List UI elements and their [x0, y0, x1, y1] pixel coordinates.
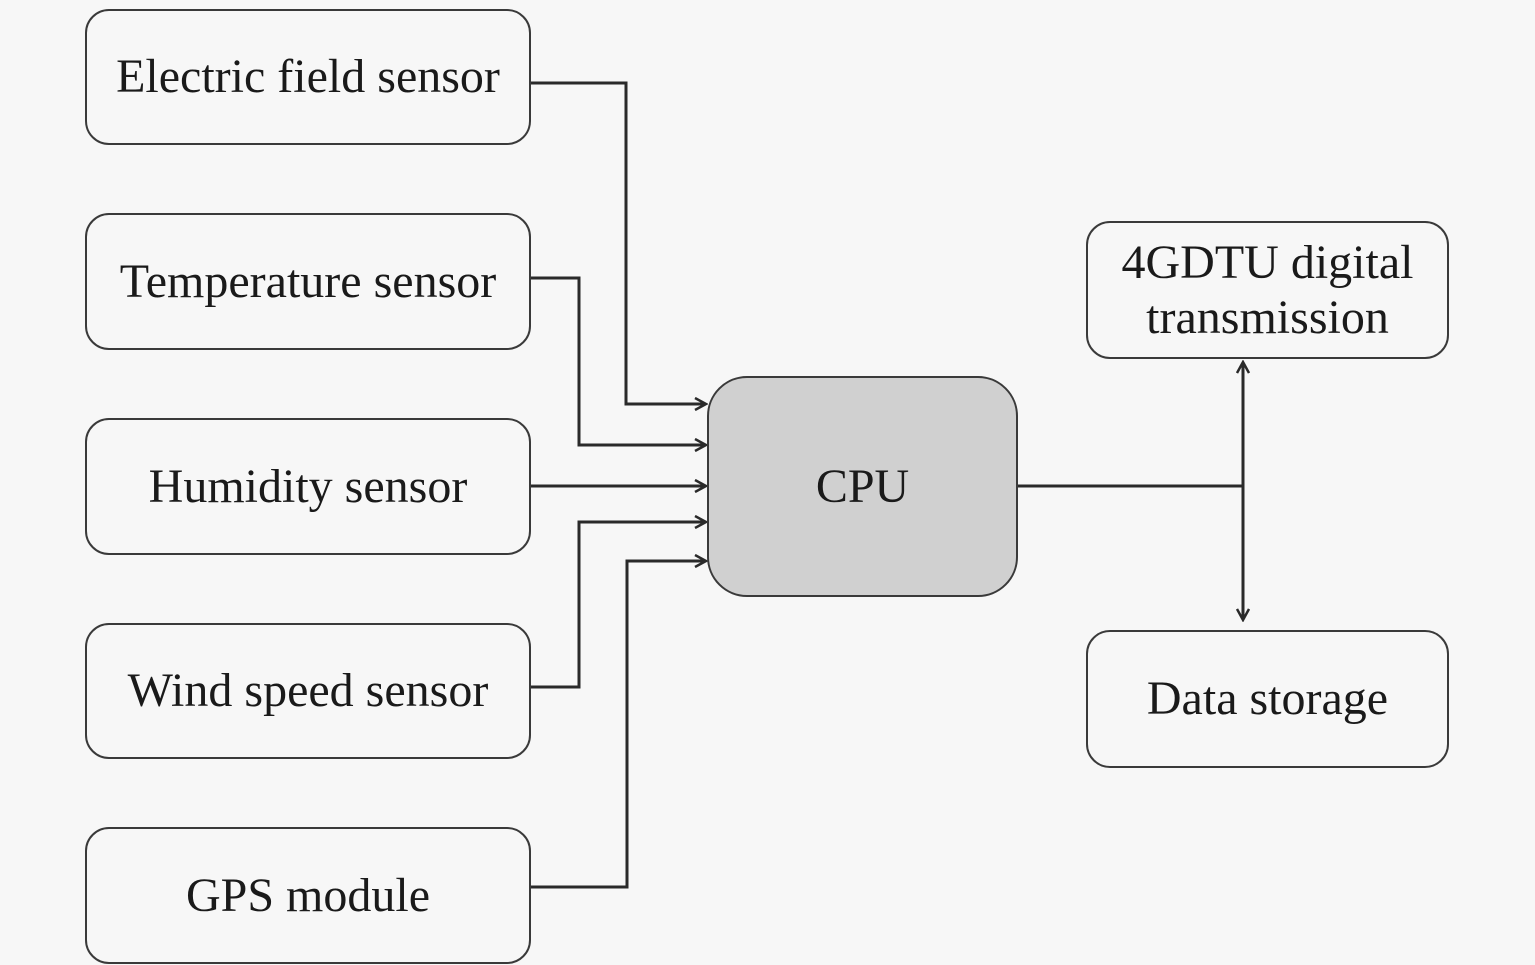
edge-electric-to-cpu: [530, 81, 706, 404]
node-label: GPS module: [185, 868, 431, 922]
cpu-node: CPU: [707, 376, 1018, 597]
edge-temperature-to-cpu: [530, 276, 706, 445]
gps-module-node: GPS module: [85, 827, 531, 964]
humidity-sensor-node: Humidity sensor: [85, 418, 531, 555]
temperature-sensor-node: Temperature sensor: [85, 213, 531, 350]
node-label: Electric field sensor: [116, 50, 500, 104]
node-label: Temperature sensor: [119, 254, 497, 308]
node-label-line1: 4GDTU digital: [1121, 235, 1414, 289]
data-storage-node: Data storage: [1086, 630, 1449, 768]
edge-gps-to-cpu: [530, 561, 706, 889]
node-label: CPU: [815, 459, 910, 513]
node-label: Humidity sensor: [148, 459, 468, 513]
electric-field-sensor-node: Electric field sensor: [85, 9, 531, 145]
edge-wind-to-cpu: [530, 522, 706, 689]
node-label: Data storage: [1146, 672, 1389, 726]
node-label: Wind speed sensor: [127, 664, 489, 718]
wind-speed-sensor-node: Wind speed sensor: [85, 623, 531, 759]
node-label-line2: transmission: [1146, 291, 1389, 344]
dtu-transmission-node: 4GDTU digital transmission: [1086, 221, 1449, 359]
